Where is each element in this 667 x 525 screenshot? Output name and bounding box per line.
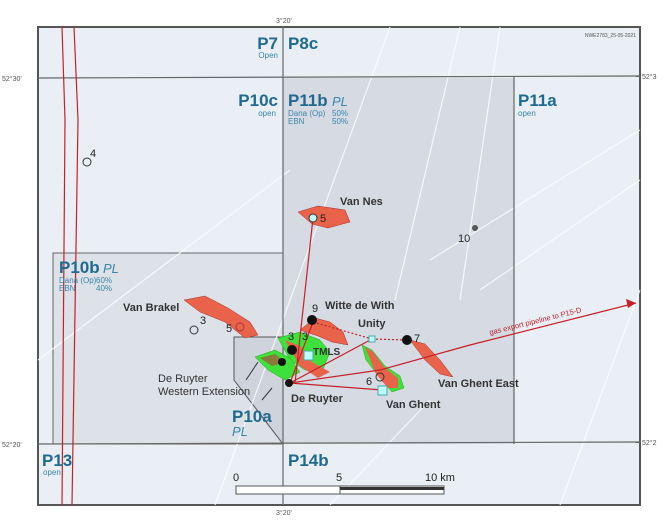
pipelines (289, 217, 637, 391)
well-icon (307, 315, 317, 325)
platforms (303, 335, 388, 396)
field-label-witte-de-with: Witte de With (325, 300, 395, 312)
field-label-unity: Unity (358, 318, 386, 330)
p10b-share: 60% (96, 276, 112, 285)
well-label: 3 (288, 331, 294, 343)
field-label-tmls: TMLS (313, 347, 341, 358)
field-label-van-ghent-east: Van Ghent East (438, 378, 519, 390)
field-label-de-ruyter: De Ruyter (291, 393, 344, 405)
field-van-brakel (183, 295, 259, 339)
scale-10: 10 km (425, 472, 455, 484)
field-label-de-ruyter-west: De Ruyter (158, 373, 208, 385)
well-label: 10 (458, 233, 470, 245)
well-icon (278, 358, 286, 366)
p11b-share: 50% (332, 109, 348, 118)
fault-lines (37, 26, 641, 506)
field-label-western-extension: Western Extension (158, 386, 250, 398)
block-p13: P13 (42, 451, 72, 470)
block-p11b: P11b (288, 91, 328, 110)
p11b-holder: EBN (288, 117, 305, 126)
well-label: 6 (366, 376, 372, 388)
p11b-holder: Dana (Op) (288, 109, 326, 118)
block-p10b: P10b (59, 258, 100, 277)
block-p8c: P8c (288, 34, 318, 53)
scale-bar: 0 5 10 km (233, 472, 455, 495)
block-p10c-status: open (258, 109, 276, 118)
block-p10a: P10a (232, 407, 272, 426)
block-p10a-licence: PL (232, 424, 248, 439)
scale-0: 0 (233, 472, 239, 484)
lat-label: 52°20' (2, 441, 22, 449)
van-ghent-platform-icon (377, 385, 388, 396)
p10b-holder: EBN (59, 284, 76, 293)
block-p10b-licence: PL (103, 261, 119, 276)
well-label: 5 (320, 213, 326, 225)
well-label: 5 (226, 323, 232, 335)
block-lines (37, 27, 641, 505)
well-icon (235, 322, 245, 332)
p10b-share: 40% (96, 284, 112, 293)
lat-label: 52°30' (2, 75, 22, 83)
pointer-line (245, 361, 259, 381)
west-pipelines (61, 26, 79, 506)
well-icon (375, 372, 385, 382)
well-label: 4 (90, 148, 96, 160)
well-icon (287, 345, 297, 355)
wells (82, 157, 478, 387)
field-label-van-ghent: Van Ghent (386, 399, 441, 411)
well-icon (472, 225, 478, 231)
well-icon (402, 335, 412, 345)
p10b-holder: Dana (Op) (59, 276, 97, 285)
block-p11b-licence: PL (332, 94, 348, 109)
block-p11a: P11a (518, 91, 557, 110)
well-label: 3 (200, 315, 206, 327)
field-label-van-nes: Van Nes (340, 196, 383, 208)
well-label: 3 (302, 331, 308, 343)
block-p14b: P14b (288, 451, 329, 470)
lon-label: 3°20' (276, 17, 292, 25)
field-van-ghent-east (409, 339, 454, 378)
lat-label: 52°3 (642, 73, 657, 81)
pointer-line (261, 387, 273, 401)
unity-platform-icon (368, 335, 376, 343)
well-icon (82, 157, 92, 167)
well-icon (285, 379, 293, 387)
tmls-platform-icon (303, 350, 314, 361)
well-label: 7 (414, 333, 420, 345)
well-icon (189, 325, 199, 335)
pipeline-arrow-icon (626, 299, 636, 308)
lon-label: 3°20' (276, 509, 292, 517)
block-p11a-status: open (518, 109, 536, 118)
map-id: NWE2783_25-05-2021 (585, 33, 636, 39)
scale-5: 5 (336, 472, 342, 484)
p11b-share: 50% (332, 117, 348, 126)
block-p10c: P10c (238, 91, 278, 110)
block-p7: P7 (257, 34, 278, 53)
well-icon (308, 213, 318, 223)
block-p7-status: Open (258, 51, 278, 60)
field-van-ghent (365, 347, 398, 388)
well-label: 9 (312, 303, 318, 315)
lat-label: 52°2 (642, 439, 657, 447)
block-p13-status: open (43, 468, 61, 477)
field-label-van-brakel: Van Brakel (123, 302, 179, 314)
